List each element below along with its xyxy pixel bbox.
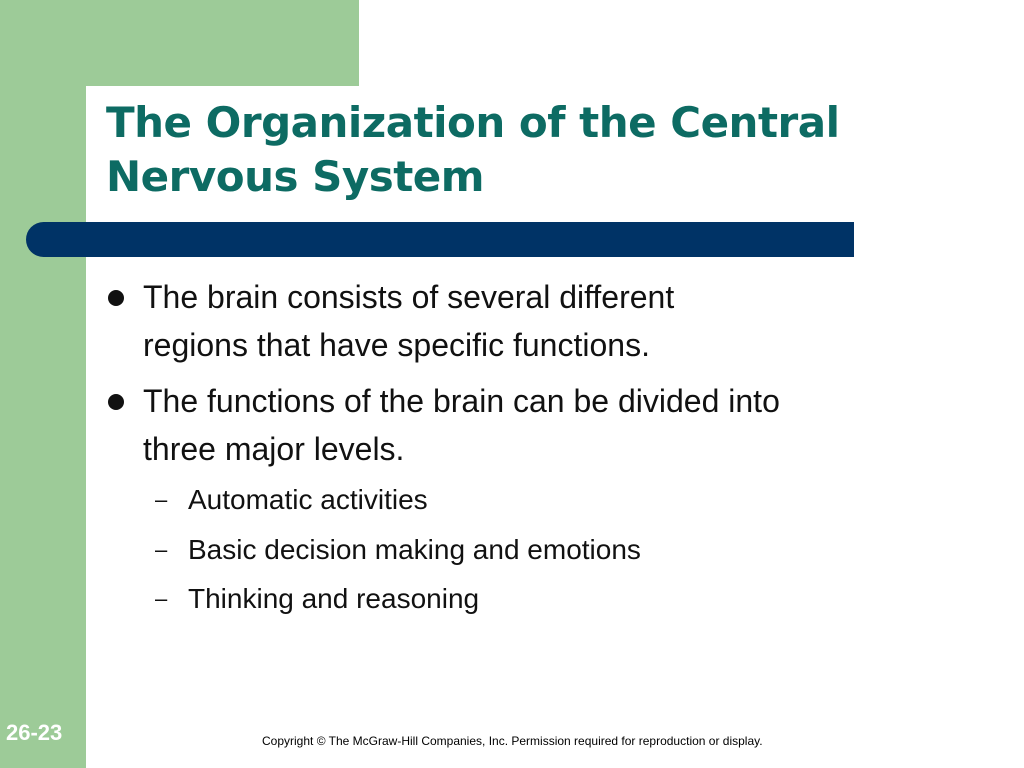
- bullet-dot-icon: [108, 394, 124, 410]
- dash-icon: –: [155, 487, 168, 512]
- sub-bullet-3: Thinking and reasoning: [188, 583, 480, 614]
- dash-icon: –: [155, 537, 168, 562]
- bullet-1-line-2: regions that have specific functions.: [143, 327, 650, 363]
- sub-bullet-2: Basic decision making and emotions: [188, 534, 641, 565]
- slide-title: The Organization of the Central Nervous …: [106, 96, 986, 204]
- slide-title-line-2: Nervous System: [106, 152, 485, 201]
- bullet-2-line-1: The functions of the brain can be divide…: [143, 383, 780, 419]
- green-side-panel: [0, 0, 86, 768]
- bullet-dot-icon: [108, 290, 124, 306]
- green-top-panel: [0, 0, 359, 86]
- slide-number: 26-23: [6, 720, 63, 745]
- sub-bullet-1: Automatic activities: [188, 484, 428, 515]
- title-divider-bar: [26, 222, 854, 257]
- slide-title-line-1: The Organization of the Central: [106, 98, 840, 147]
- bullet-1-line-1: The brain consists of several different: [143, 279, 675, 315]
- dash-icon: –: [155, 586, 168, 611]
- copyright-notice: Copyright © The McGraw-Hill Companies, I…: [262, 734, 763, 748]
- bullet-2-line-2: three major levels.: [143, 431, 405, 467]
